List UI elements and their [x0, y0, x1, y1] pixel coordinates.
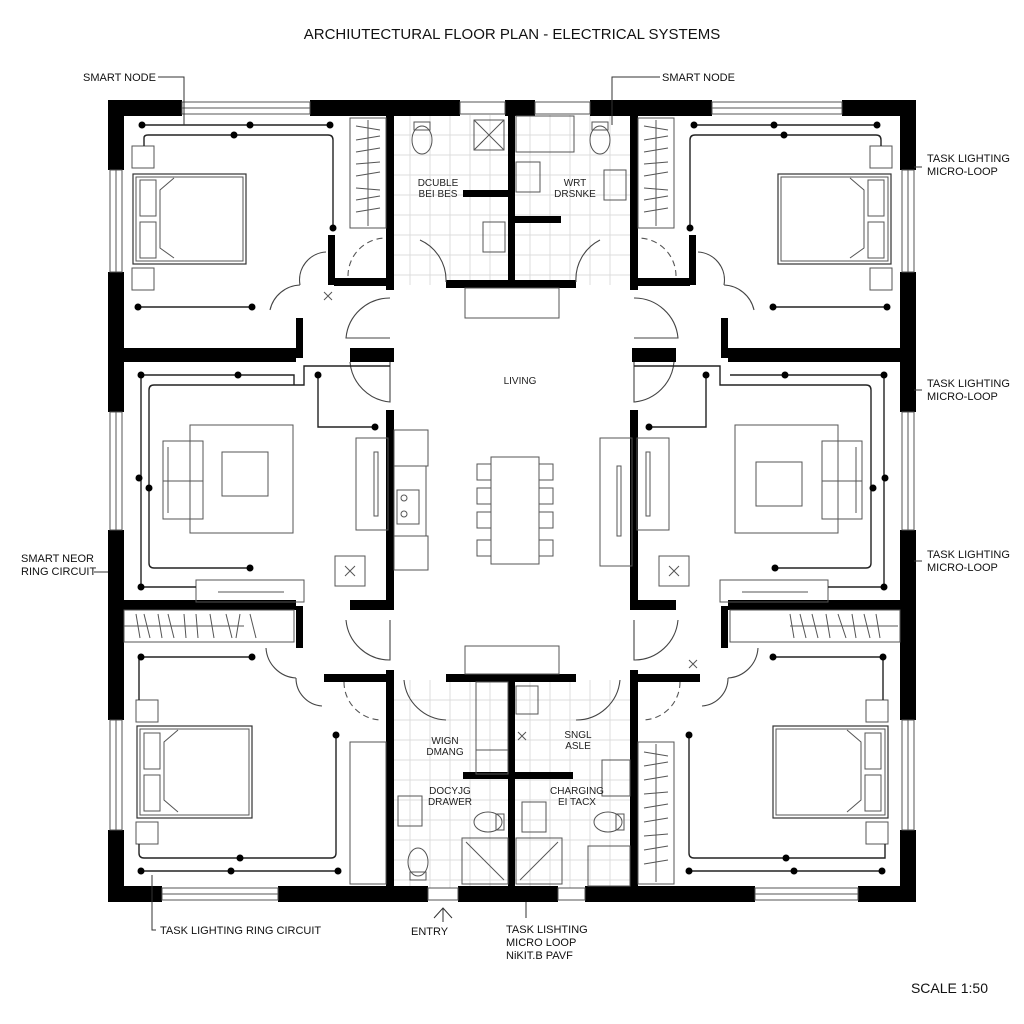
callout-labels: SMART NODE SMART NODE TASK LIGHTING MICR…	[21, 72, 1010, 962]
callout-task-bottom-c: NiKIT.B PAVF	[506, 950, 573, 962]
room-label-bath-4b: ASLE	[565, 741, 591, 752]
lounge-right	[636, 424, 863, 603]
room-label-bath-2: WRT	[564, 178, 587, 189]
electrical-circuits	[134, 121, 891, 875]
callout-task-lighting-3: TASK LIGHTING	[927, 549, 1010, 561]
bed-top-right	[777, 145, 893, 291]
bed-top-left	[131, 145, 247, 291]
room-label-bath-3: WIGN	[431, 736, 458, 747]
interior-walls	[108, 112, 916, 890]
callout-task-lighting-1b: MICRO-LOOP	[927, 166, 998, 178]
room-label-bath-5: DOCYJG	[429, 786, 471, 797]
callout-smart-node-right: SMART NODE	[662, 72, 735, 84]
room-label-bath-3b: DMANG	[426, 747, 463, 758]
room-label-bath-1: DCUBLE	[418, 178, 459, 189]
bed-bottom-left	[135, 699, 253, 845]
callout-task-lighting-1: TASK LIGHTING	[927, 153, 1010, 165]
callout-task-lighting-3b: MICRO-LOOP	[927, 562, 998, 574]
leader-lines	[94, 76, 922, 931]
callout-task-lighting-2b: MICRO-LOOP	[927, 391, 998, 403]
callout-task-ring-bottom: TASK LIGHTING RING CIRCUIT	[160, 925, 321, 937]
room-label-bath-2b: DRSNKE	[554, 189, 596, 200]
callout-task-lighting-2: TASK LIGHTING	[927, 378, 1010, 390]
lounge-left	[162, 424, 389, 603]
exterior-walls	[108, 100, 916, 902]
windows	[109, 101, 915, 901]
callout-smart-neor-b: RING CIRCUIT	[21, 566, 96, 578]
plan-title: ARCHIUTECTURAL FLOOR PLAN - ELECTRICAL S…	[304, 26, 720, 43]
callout-task-bottom: TASK LISHTING	[506, 924, 588, 936]
bed-bottom-right	[772, 699, 889, 845]
living-furniture	[393, 287, 633, 675]
room-label-bath-4: SNGL	[564, 730, 592, 741]
callout-smart-neor: SMART NEOR	[21, 553, 94, 565]
bath-fixtures	[397, 115, 631, 887]
doors[interactable]	[265, 237, 759, 721]
room-label-bath-5b: DRAWER	[428, 797, 472, 808]
room-label-bath-6b: EI TACX	[558, 797, 596, 808]
callout-entry: ENTRY	[411, 926, 449, 938]
room-label-bath-6: CHARGING	[550, 786, 604, 797]
callout-smart-node-left: SMART NODE	[83, 72, 156, 84]
scale-label: SCALE 1:50	[911, 980, 988, 996]
room-label-bath-1b: BEI BES	[419, 189, 458, 200]
callout-task-bottom-b: MICRO LOOP	[506, 937, 576, 949]
room-label-living: LIVING	[504, 376, 537, 387]
wardrobes	[123, 117, 901, 885]
room-labels: LIVING DCUBLE BEI BES WRT DRSNKE WIGN DM…	[418, 178, 604, 808]
junction-markers	[323, 291, 698, 669]
